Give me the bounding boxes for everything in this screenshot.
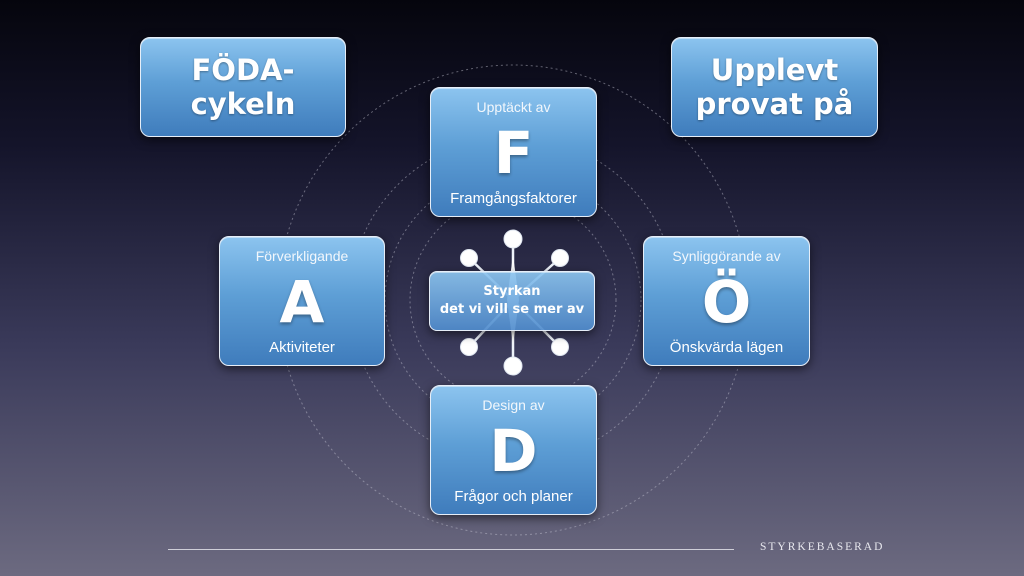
- center-line2: det vi vill se mer av: [439, 302, 585, 317]
- node-d: Design av D Frågor och planer: [430, 385, 597, 515]
- upplevt-title-box: Upplevt provat på: [671, 37, 878, 137]
- node-o: Synliggörande av Ö Önskvärda lägen: [643, 236, 810, 366]
- node-f: Upptäckt av F Framgångsfaktorer: [430, 87, 597, 217]
- node-a-letter: A: [279, 268, 325, 336]
- center-strength-box: Styrkan det vi vill se mer av: [429, 271, 595, 331]
- center-line1: Styrkan: [483, 284, 541, 299]
- node-f-letter: F: [493, 119, 534, 187]
- footer-divider: [168, 549, 734, 550]
- node-d-bottom: Frågor och planer: [454, 488, 573, 505]
- node-a-top: Förverkligande: [255, 248, 349, 264]
- node-f-bottom: Framgångsfaktorer: [450, 190, 577, 207]
- node-a-bottom: Aktiviteter: [269, 339, 335, 356]
- node-d-top: Design av: [482, 397, 545, 413]
- foda-title-box: FÖDA- cykeln: [140, 37, 346, 137]
- node-o-letter: Ö: [701, 268, 752, 336]
- upplevt-title: Upplevt provat på: [695, 53, 854, 121]
- node-a: Förverkligande A Aktiviteter: [219, 236, 385, 366]
- node-o-bottom: Önskvärda lägen: [669, 339, 784, 356]
- node-f-top: Upptäckt av: [476, 99, 551, 115]
- footer-brand: STYRKEBASERAD: [760, 541, 885, 553]
- node-o-top: Synliggörande av: [672, 248, 781, 264]
- node-d-letter: D: [489, 417, 538, 485]
- foda-title: FÖDA- cykeln: [190, 53, 296, 121]
